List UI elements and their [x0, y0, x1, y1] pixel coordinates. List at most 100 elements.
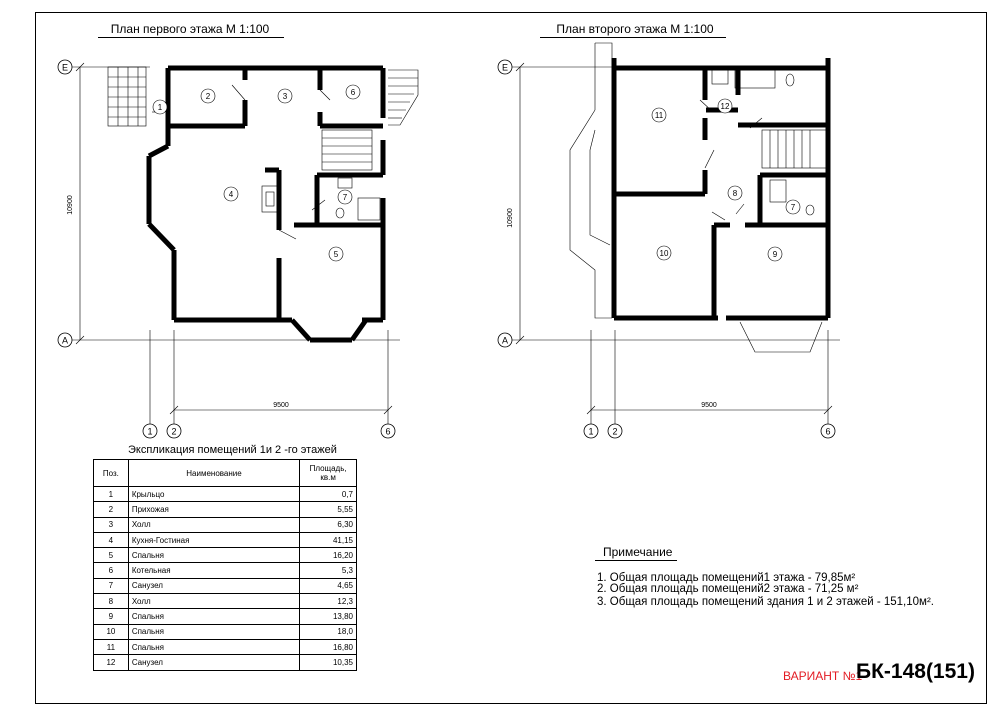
plan1-axis-2-label: 2	[171, 427, 176, 437]
row-num: 11	[93, 638, 129, 656]
plan1-title-underline	[98, 37, 284, 38]
plan1-title: План первого этажа М 1:100	[110, 22, 270, 36]
row-name: Спальня	[127, 608, 301, 625]
plan2-dim-height: 10900	[507, 208, 514, 228]
table-caption: Экспликация помещений 1и 2 -го этажей	[128, 444, 337, 456]
row-area: 5,55	[299, 501, 357, 518]
row-name: Холл	[127, 516, 301, 533]
plan1-axis-1-label: 1	[147, 427, 152, 437]
plan1-room-7: 7	[343, 193, 348, 202]
row-name: Санузел	[127, 577, 301, 595]
row-area: 12,3	[299, 593, 357, 610]
note-line-3: 3. Общая площадь помещений здания 1 и 2 …	[597, 596, 934, 608]
header-name: Наименование	[127, 459, 301, 487]
plan1-dim-height: 10900	[67, 195, 74, 215]
plan1-dimension-lines	[72, 62, 400, 425]
row-area: 0,7	[299, 485, 357, 503]
notes-heading-underline	[595, 560, 677, 561]
row-name: Крыльцо	[127, 485, 301, 503]
row-name: Спальня	[127, 623, 301, 640]
plan1-dim-width: 9500	[273, 402, 289, 409]
row-name: Котельная	[127, 562, 301, 579]
row-num: 7	[93, 577, 129, 595]
row-num: 12	[93, 654, 129, 671]
row-area: 41,15	[299, 531, 357, 549]
row-area: 16,80	[299, 638, 357, 656]
plan1-room-6: 6	[351, 88, 356, 97]
plan1-axis-top-label: Е	[62, 63, 68, 73]
plan2-title: План второго этажа М 1:100	[556, 22, 714, 36]
plan2-axis-bottom-label: А	[502, 336, 508, 346]
row-area: 4,65	[299, 577, 357, 595]
plan1-walls	[107, 65, 419, 343]
row-name: Санузел	[127, 654, 301, 671]
row-name: Спальня	[127, 547, 301, 564]
note-line-1: 1. Общая площадь помещений1 этажа - 79,8…	[597, 572, 856, 584]
plan1-room-markers	[152, 84, 361, 262]
plan2-axis-1-label: 1	[588, 427, 593, 437]
variant-label: ВАРИАНТ №1	[783, 669, 863, 683]
row-area: 6,30	[299, 516, 357, 533]
row-num: 1	[93, 485, 129, 503]
project-code: БК-148(151)	[856, 660, 975, 683]
plan2-axis-top-label: Е	[502, 63, 508, 73]
plan2-room-11: 11	[655, 111, 664, 120]
row-area: 13,80	[299, 608, 357, 625]
plan2-walls	[569, 42, 831, 353]
plan2-dim-width: 9500	[701, 402, 717, 409]
plan1-room-5: 5	[334, 250, 339, 259]
plan1-room-2: 2	[206, 92, 211, 101]
plan1-room-4: 4	[229, 190, 234, 199]
row-num: 8	[93, 593, 129, 610]
plan2-room-9: 9	[773, 250, 778, 259]
plan2-room-7: 7	[791, 203, 796, 212]
row-name: Кухня-Гостиная	[127, 531, 301, 549]
row-num: 6	[93, 562, 129, 579]
plan1-axis-bottom-label: А	[62, 336, 68, 346]
row-num: 4	[93, 531, 129, 549]
notes-list: 1. Общая площадь помещений1 этажа - 79,8…	[597, 573, 934, 608]
row-num: 10	[93, 623, 129, 640]
plan2-room-10: 10	[660, 249, 669, 258]
plan2-axis-6-label: 6	[825, 427, 830, 437]
plan1-room-3: 3	[283, 92, 288, 101]
row-name: Холл	[127, 593, 301, 610]
row-area: 10,35	[299, 654, 357, 671]
plan2-axis-2-label: 2	[612, 427, 617, 437]
row-area: 16,20	[299, 547, 357, 564]
row-area: 18,0	[299, 623, 357, 640]
row-name: Спальня	[127, 638, 301, 656]
plan2-room-12: 12	[721, 102, 730, 111]
row-area: 5,3	[299, 562, 357, 579]
drawing-frame	[35, 12, 987, 704]
plan2-title-underline	[540, 37, 726, 38]
table-header-row: Поз. Наименование Площадь, кв.м	[93, 459, 357, 487]
header-pos: Поз.	[93, 459, 129, 487]
plan1-room-1: 1	[158, 103, 163, 112]
row-num: 5	[93, 547, 129, 564]
plan2-room-markers	[651, 98, 801, 262]
note-line-2: 2. Общая площадь помещений2 этажа - 71,2…	[597, 582, 859, 595]
row-num: 9	[93, 608, 129, 625]
row-num: 3	[93, 516, 129, 533]
row-num: 2	[93, 501, 129, 518]
plan2-room-8: 8	[733, 189, 738, 198]
plan2-dimension-lines	[512, 62, 840, 425]
notes-heading: Примечание	[603, 545, 673, 559]
header-area: Площадь, кв.м	[299, 459, 357, 487]
plan1-axis-6-label: 6	[385, 427, 390, 437]
